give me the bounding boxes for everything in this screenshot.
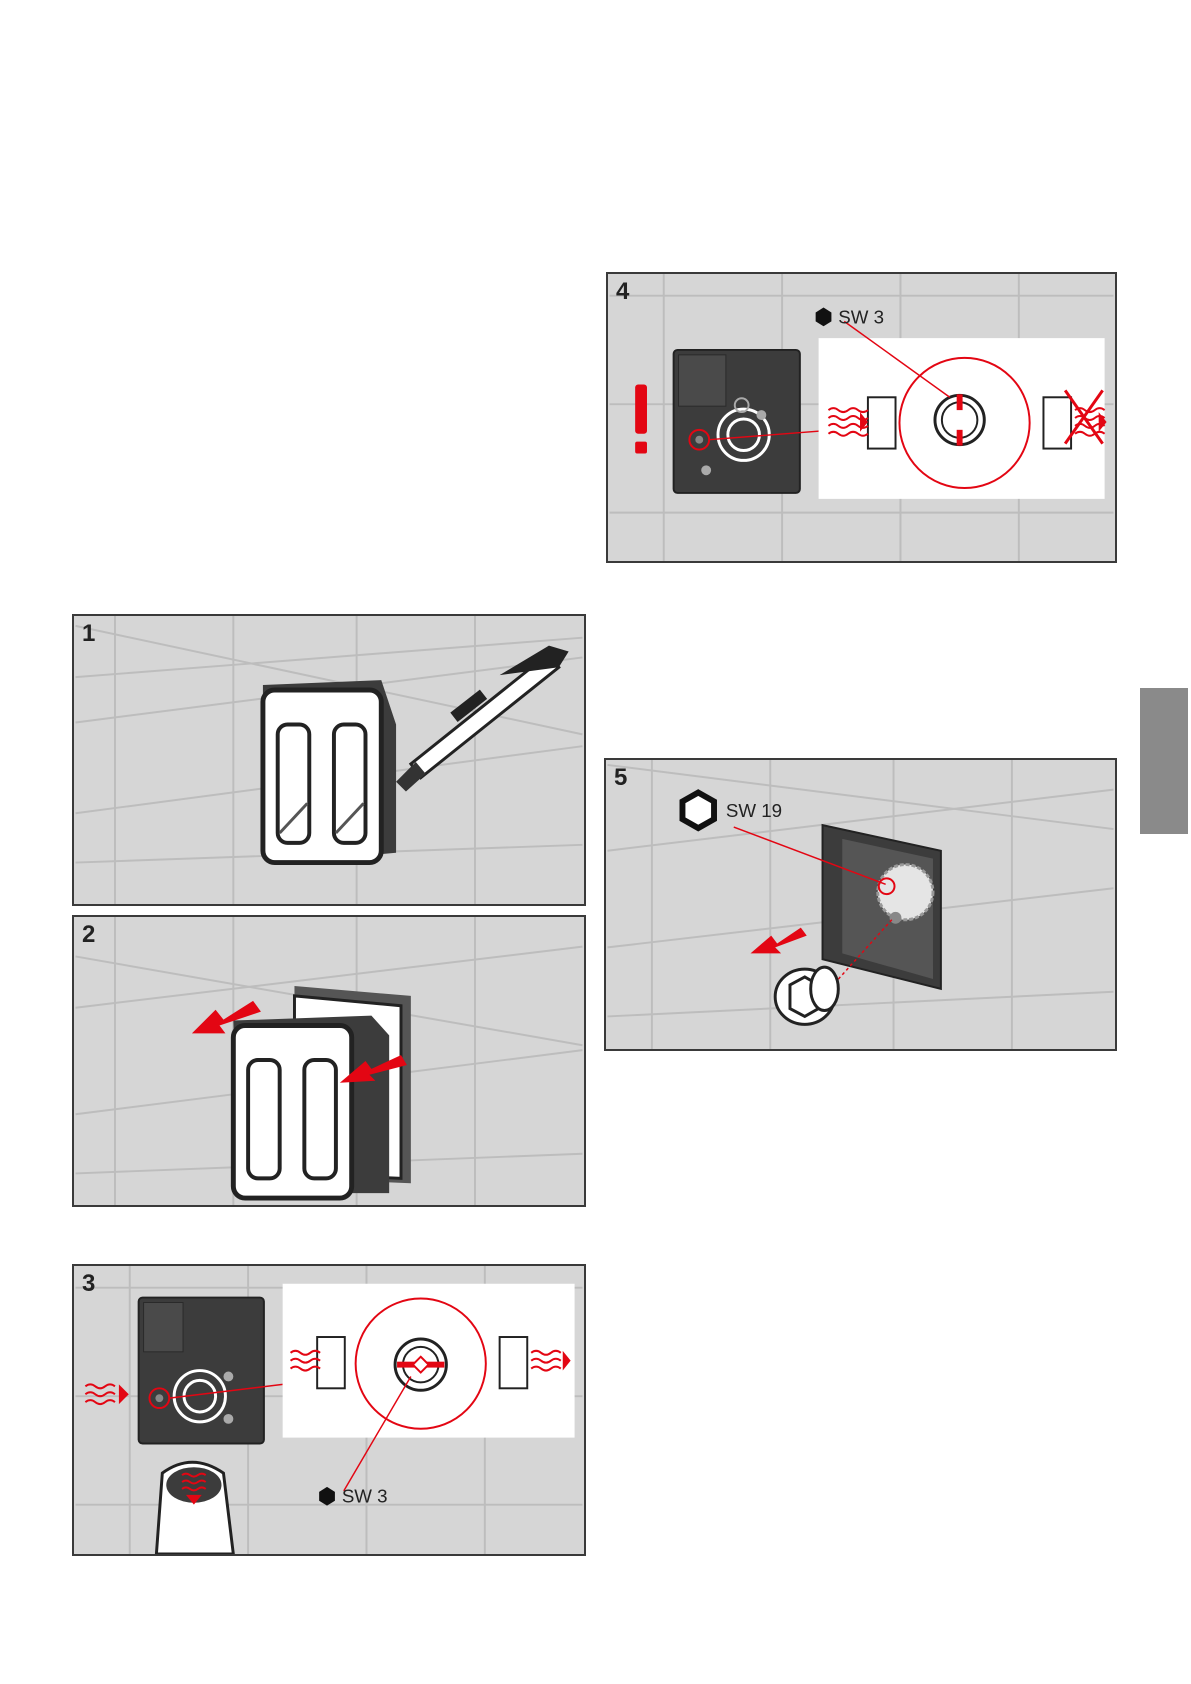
gear-icon: [878, 865, 933, 920]
step-4-illustration: SW 3: [608, 274, 1115, 561]
step-number: 1: [82, 620, 95, 648]
warning-exclamation-icon: [635, 384, 647, 453]
step-4-tool-label: SW 3: [838, 306, 884, 327]
step-number: 2: [82, 921, 95, 949]
hex-socket-icon: [682, 793, 714, 829]
pull-arrow-icon: [751, 928, 807, 954]
step-1-illustration: [74, 616, 584, 904]
step-3-panel: SW 3 3: [72, 1264, 586, 1556]
plug-fitting-icon: [775, 967, 838, 1024]
cutter-knife-icon: [396, 646, 569, 792]
step-2-panel: 2: [72, 915, 586, 1207]
step-1-panel: 1: [72, 614, 586, 906]
step-5-illustration: SW 19: [606, 760, 1115, 1049]
step-5-panel: SW 19 5: [604, 758, 1117, 1051]
hex-key-icon: [319, 1487, 335, 1506]
step-4-panel: SW 3 4: [606, 272, 1117, 563]
step-number: 4: [616, 278, 629, 306]
chapter-thumb-tab: [1140, 688, 1188, 834]
step-2-illustration: [74, 917, 584, 1205]
step-3-tool-label: SW 3: [342, 1486, 388, 1507]
step-3-illustration: SW 3: [74, 1266, 584, 1554]
step-number: 5: [614, 764, 627, 792]
step-number: 3: [82, 1270, 95, 1298]
step-5-tool-label: SW 19: [726, 800, 782, 821]
shower-head-icon: [156, 1462, 233, 1554]
hex-key-icon: [816, 308, 832, 327]
